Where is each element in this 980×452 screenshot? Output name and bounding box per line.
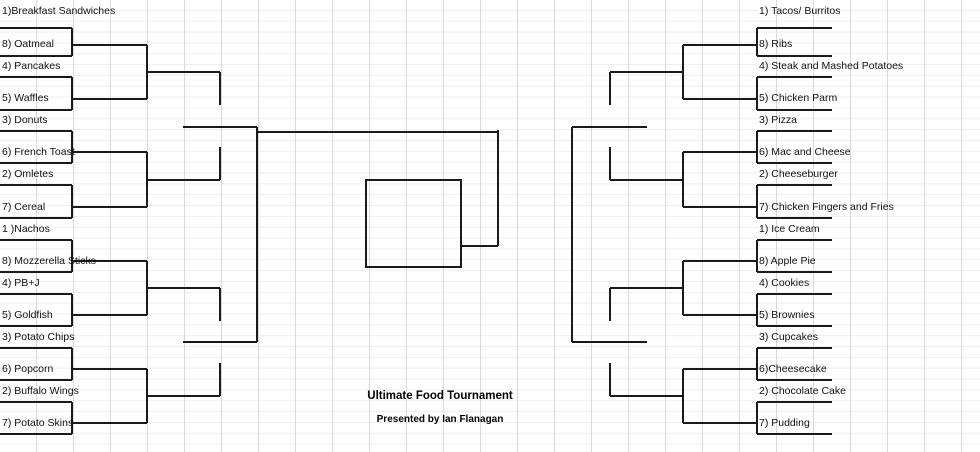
team-label: 4) Pancakes xyxy=(2,60,61,72)
team-label: 3) Donuts xyxy=(2,114,48,126)
team-label: 8) Ribs xyxy=(759,38,793,50)
team-label: 6) Mac and Cheese xyxy=(759,146,851,158)
team-label: 4) Steak and Mashed Potatoes xyxy=(759,60,904,72)
champion-box xyxy=(365,179,462,268)
team-label: 3) Potato Chips xyxy=(2,331,75,343)
team-label: 1) Ice Cream xyxy=(759,223,820,235)
team-label: 5) Brownies xyxy=(759,309,815,321)
team-label: 2) Chocolate Cake xyxy=(759,385,846,397)
team-label: 1 )Nachos xyxy=(2,223,50,235)
team-label: 4) Cookies xyxy=(759,277,810,289)
team-label: 1)Breakfast Sandwiches xyxy=(2,5,116,17)
team-label: 2) Cheeseburger xyxy=(759,168,838,180)
team-label: 2) Omletes xyxy=(2,168,54,180)
team-label: 4) PB+J xyxy=(2,277,40,289)
team-label: 8) Oatmeal xyxy=(2,38,54,50)
tournament-title-block: Ultimate Food Tournament Presented by Ia… xyxy=(330,390,550,426)
page-title: Ultimate Food Tournament xyxy=(367,390,513,402)
team-label: 6) French Toast xyxy=(2,146,75,158)
team-label: 8) Mozzerella Sticks xyxy=(2,255,96,267)
team-label: 5) Chicken Parm xyxy=(759,92,838,104)
team-label: 7) Pudding xyxy=(759,417,810,429)
team-label: 7) Chicken Fingers and Fries xyxy=(759,201,894,213)
team-label: 6) Popcorn xyxy=(2,363,54,375)
team-label: 1) Tacos/ Burritos xyxy=(759,5,841,17)
team-label: 7) Potato Skins xyxy=(2,417,74,429)
team-label: 3) Cupcakes xyxy=(759,331,818,343)
team-label: 7) Cereal xyxy=(2,201,46,213)
team-label: 6)Cheesecake xyxy=(759,363,827,375)
page-subtitle: Presented by Ian Flanagan xyxy=(376,414,504,425)
team-label: 2) Buffalo Wings xyxy=(2,385,79,397)
team-label: 8) Apple Pie xyxy=(759,255,816,267)
team-label: 5) Goldfish xyxy=(2,309,53,321)
team-label: 3) Pizza xyxy=(759,114,797,126)
team-label: 5) Waffles xyxy=(2,92,49,104)
